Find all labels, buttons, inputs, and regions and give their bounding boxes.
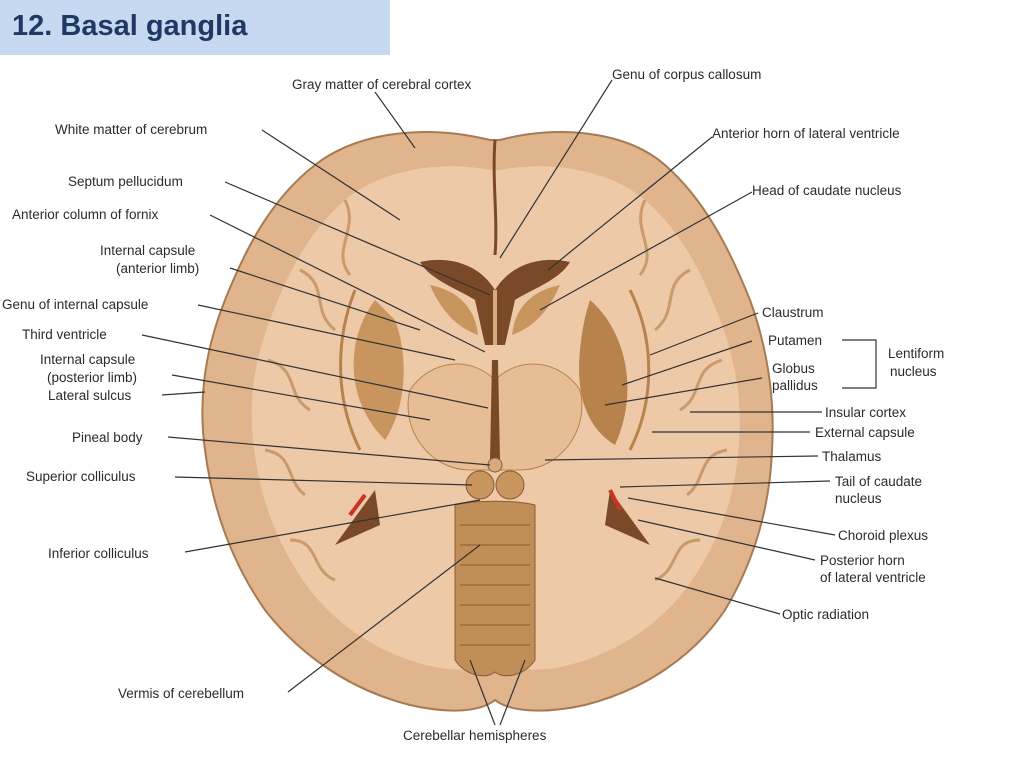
label-genu-corpus-callosum: Genu of corpus callosum bbox=[612, 67, 761, 82]
label-internal-capsule-posterior-limb: (posterior limb) bbox=[47, 370, 137, 385]
label-pallidus: pallidus bbox=[772, 378, 818, 393]
label-head-caudate: Head of caudate nucleus bbox=[752, 183, 902, 198]
label-pineal-body: Pineal body bbox=[72, 430, 143, 445]
label-internal-capsule-posterior: Internal capsule bbox=[40, 352, 135, 367]
label-tail-caudate-nucleus: nucleus bbox=[835, 491, 882, 506]
title-banner bbox=[0, 0, 390, 55]
label-external-capsule: External capsule bbox=[815, 425, 915, 440]
label-tail-caudate: Tail of caudate bbox=[835, 474, 922, 489]
label-internal-capsule-anterior-limb: (anterior limb) bbox=[116, 261, 199, 276]
lentiform-right bbox=[579, 300, 628, 445]
label-posterior-horn: Posterior horn bbox=[820, 553, 905, 568]
label-gray-matter: Gray matter of cerebral cortex bbox=[292, 77, 472, 92]
label-vermis: Vermis of cerebellum bbox=[118, 686, 244, 701]
label-inferior-colliculus: Inferior colliculus bbox=[48, 546, 149, 561]
label-optic-radiation: Optic radiation bbox=[782, 607, 869, 622]
label-third-ventricle: Third ventricle bbox=[22, 327, 107, 342]
label-lentiform-nucleus: nucleus bbox=[890, 364, 937, 379]
caudate-left bbox=[430, 285, 478, 335]
posterior-horn-left bbox=[335, 490, 380, 545]
label-claustrum: Claustrum bbox=[762, 305, 824, 320]
label-choroid-plexus: Choroid plexus bbox=[838, 528, 928, 543]
label-anterior-column-fornix: Anterior column of fornix bbox=[12, 207, 159, 222]
label-lentiform: Lentiform bbox=[888, 346, 944, 361]
brain-illustration bbox=[201, 131, 774, 712]
label-superior-colliculus: Superior colliculus bbox=[26, 469, 136, 484]
label-internal-capsule-anterior: Internal capsule bbox=[100, 243, 195, 258]
label-insular-cortex: Insular cortex bbox=[825, 405, 906, 420]
label-white-matter: White matter of cerebrum bbox=[55, 122, 207, 137]
diagram-labels: Gray matter of cerebral cortex White mat… bbox=[2, 67, 944, 743]
page-title: 12. Basal ganglia bbox=[12, 10, 248, 42]
label-lateral-sulcus: Lateral sulcus bbox=[48, 388, 132, 403]
label-globus: Globus bbox=[772, 361, 815, 376]
label-genu-internal-capsule: Genu of internal capsule bbox=[2, 297, 148, 312]
leader-lines bbox=[141, 79, 877, 726]
cerebellar-vermis bbox=[454, 500, 536, 677]
label-anterior-horn: Anterior horn of lateral ventricle bbox=[712, 126, 900, 141]
label-posterior-horn-lateral-ventricle: of lateral ventricle bbox=[820, 570, 926, 585]
label-cerebellar-hemispheres: Cerebellar hemispheres bbox=[403, 728, 547, 743]
label-septum-pellucidum: Septum pellucidum bbox=[68, 174, 183, 189]
label-thalamus: Thalamus bbox=[822, 449, 882, 464]
label-putamen: Putamen bbox=[768, 333, 822, 348]
caudate-right bbox=[512, 285, 560, 335]
lentiform-left bbox=[353, 300, 404, 440]
